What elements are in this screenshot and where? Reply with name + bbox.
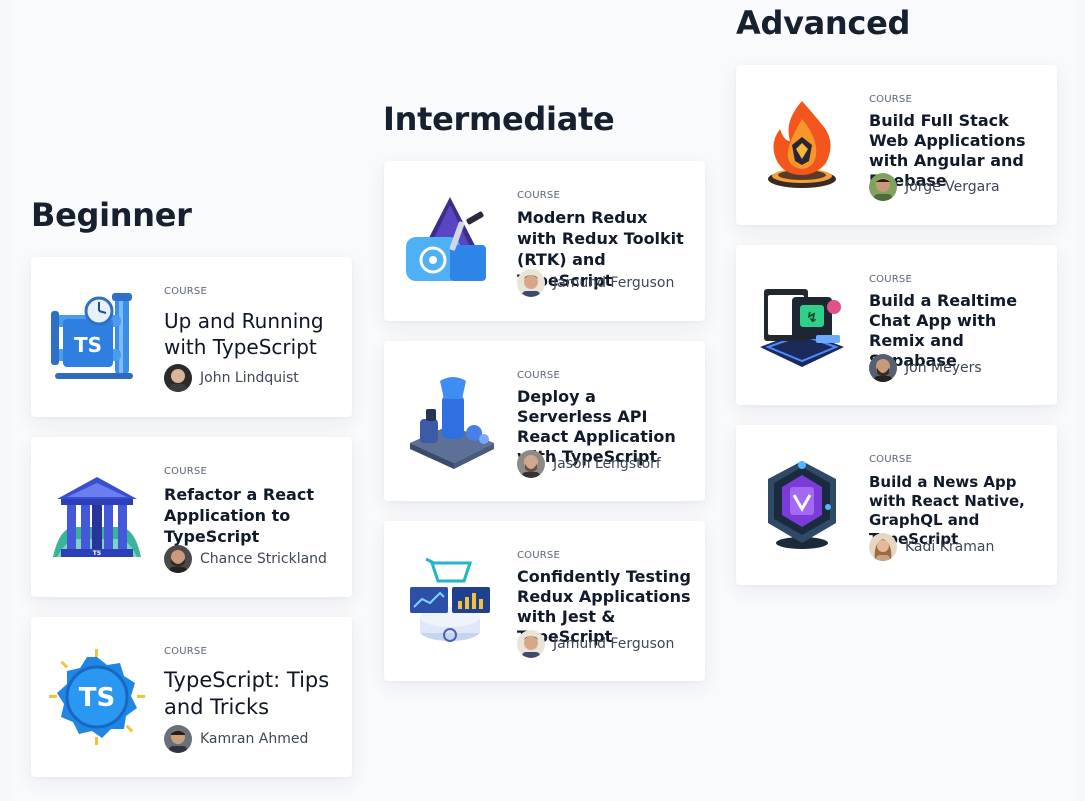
course-card[interactable]: ↯ COURSE Build a Realtime Chat App with … — [736, 245, 1057, 405]
avatar — [869, 533, 897, 561]
typescript-pipes-icon: TS — [49, 289, 145, 385]
course-type-label: COURSE — [869, 454, 912, 465]
svg-text:TS: TS — [74, 333, 102, 357]
author-name: Jorge Vergara — [905, 179, 1000, 195]
redux-toolbox-icon — [402, 193, 498, 289]
avatar — [869, 173, 897, 201]
course-board: Beginner TS COURSE Up and Running with T… — [11, 0, 1075, 801]
course-card[interactable]: TS COURSE Up and Running with TypeScript… — [31, 257, 352, 417]
author-name: John Lindquist — [200, 370, 299, 386]
redux-testing-cart-icon — [402, 553, 498, 649]
column-beginner: Beginner — [31, 195, 352, 235]
course-card[interactable]: TS COURSE TypeScript: Tips and Tricks Ka… — [31, 617, 352, 777]
course-author: Jamund Ferguson — [517, 269, 674, 297]
typescript-badge-icon: TS — [49, 649, 145, 745]
course-author: Jorge Vergara — [869, 173, 1000, 201]
typescript-temple-icon: TS — [49, 469, 145, 565]
author-name: Kadi Kraman — [905, 539, 995, 555]
react-native-phone-icon — [754, 457, 850, 553]
column-intermediate: Intermediate — [383, 99, 704, 139]
course-title[interactable]: Up and Running with TypeScript — [164, 309, 324, 359]
course-author: Kamran Ahmed — [164, 725, 308, 753]
svg-text:TS: TS — [79, 683, 115, 713]
author-name: Jon Meyers — [905, 360, 982, 376]
avatar — [517, 269, 545, 297]
avatar — [164, 364, 192, 392]
author-name: Chance Strickland — [200, 551, 327, 567]
author-name: Jamund Ferguson — [553, 275, 675, 291]
course-type-label: COURSE — [517, 370, 560, 381]
course-type-label: COURSE — [869, 94, 912, 105]
column-heading: Beginner — [31, 196, 192, 234]
course-type-label: COURSE — [869, 274, 912, 285]
author-name: Jamund Ferguson — [553, 636, 675, 652]
course-card[interactable]: COURSE Deploy a Serverless API React App… — [384, 341, 705, 501]
remix-supabase-chat-icon: ↯ — [754, 277, 850, 373]
author-name: Kamran Ahmed — [200, 731, 309, 747]
course-author: Jamund Ferguson — [517, 630, 674, 658]
course-card[interactable]: COURSE Build Full Stack Web Applications… — [736, 65, 1057, 225]
avatar — [517, 630, 545, 658]
course-type-label: COURSE — [517, 550, 560, 561]
course-title[interactable]: Deploy a Serverless API React Applicatio… — [517, 387, 676, 466]
course-author: Jason Lengstorf — [517, 450, 661, 478]
course-title[interactable]: TypeScript: Tips and Tricks — [164, 668, 330, 719]
column-heading: Advanced — [736, 4, 911, 42]
svg-text:TS: TS — [93, 550, 101, 557]
course-author: Kadi Kraman — [869, 533, 994, 561]
course-type-label: COURSE — [164, 286, 207, 297]
course-title[interactable]: Refactor a React Application to TypeScri… — [164, 485, 314, 546]
course-author: John Lindquist — [164, 364, 299, 392]
avatar — [517, 450, 545, 478]
course-card[interactable]: TS COURSE Refactor a React Application t… — [31, 437, 352, 597]
avatar — [164, 725, 192, 753]
course-title[interactable]: Confidently Testing Redux Applications w… — [517, 567, 691, 646]
course-title[interactable]: Modern Redux with Redux Toolkit (RTK) an… — [517, 208, 684, 290]
serverless-machine-icon — [402, 373, 498, 469]
course-type-label: COURSE — [164, 466, 207, 477]
column-advanced: Advanced — [736, 3, 1057, 43]
course-card[interactable]: COURSE Build a News App with React Nativ… — [736, 425, 1057, 585]
course-author: Chance Strickland — [164, 545, 327, 573]
course-type-label: COURSE — [517, 190, 560, 201]
column-heading: Intermediate — [383, 100, 615, 138]
author-name: Jason Lengstorf — [553, 456, 661, 472]
avatar — [869, 354, 897, 382]
course-type-label: COURSE — [164, 646, 207, 657]
firebase-fire-icon — [754, 97, 850, 193]
course-author: Jon Meyers — [869, 354, 982, 382]
course-card[interactable]: COURSE Modern Redux with Redux Toolkit (… — [384, 161, 705, 321]
course-card[interactable]: COURSE Confidently Testing Redux Applica… — [384, 521, 705, 681]
avatar — [164, 545, 192, 573]
svg-text:↯: ↯ — [806, 310, 818, 326]
